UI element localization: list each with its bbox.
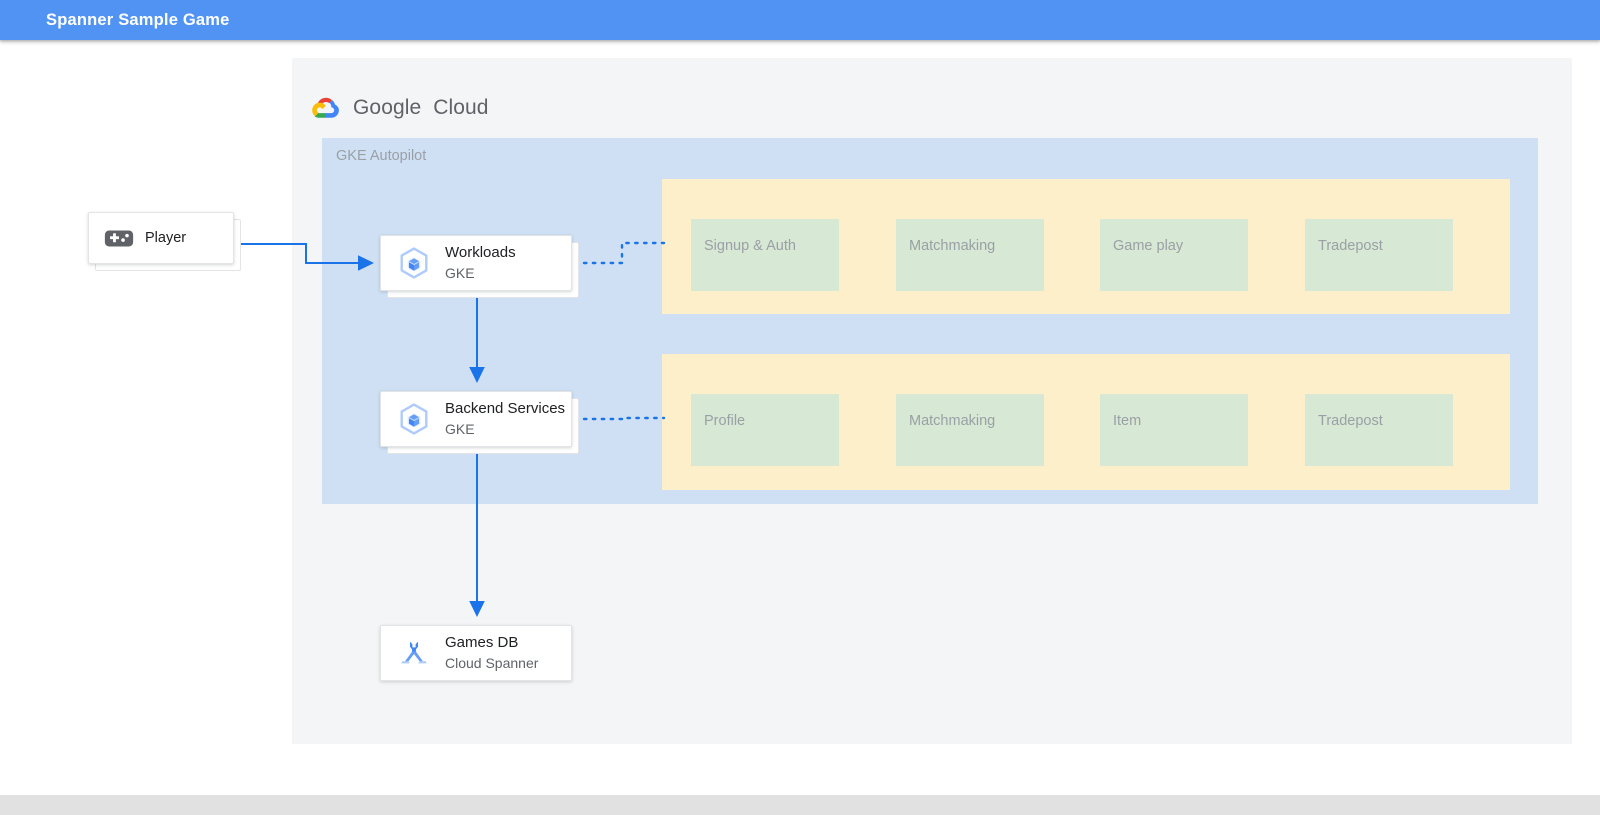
node-title: Workloads (445, 244, 516, 261)
google-cloud-brand: Google Cloud (310, 94, 489, 122)
service-label: Game play (1113, 238, 1184, 254)
service-label: Signup & Auth (704, 238, 796, 254)
cloud-spanner-icon (401, 641, 427, 664)
google-cloud-wordmark: Google Cloud (353, 96, 489, 120)
gke-icon (400, 247, 428, 279)
node-labels: Workloads GKE (445, 243, 516, 283)
architecture-diagram-panel: Google Cloud GKE Autopilot Signup & Auth… (292, 58, 1572, 744)
gamepad-icon (104, 230, 134, 247)
brand-cloud: Cloud (433, 96, 489, 119)
service-box[interactable]: Game play (1100, 219, 1248, 291)
service-box[interactable]: Item (1100, 394, 1248, 466)
service-label: Item (1113, 413, 1142, 429)
node-card[interactable]: Games DB Cloud Spanner (380, 625, 572, 681)
node-labels: Games DB Cloud Spanner (445, 633, 538, 673)
app-bar-shadow (0, 40, 1600, 43)
service-box[interactable]: Tradepost (1305, 394, 1453, 466)
service-box[interactable]: Signup & Auth (691, 219, 839, 291)
node-labels: Backend Services GKE (445, 399, 565, 439)
node-subtitle: GKE (445, 265, 475, 281)
bottom-status-strip (0, 795, 1600, 815)
gke-icon (400, 403, 428, 435)
service-box[interactable]: Matchmaking (896, 219, 1044, 291)
backend-service-group: Profile Matchmaking Item Tradepost (662, 354, 1510, 490)
service-label: Matchmaking (909, 413, 996, 429)
workloads-service-group: Signup & Auth Matchmaking Game play Trad… (662, 179, 1510, 314)
service-box[interactable]: Tradepost (1305, 219, 1453, 291)
service-label: Tradepost (1318, 238, 1383, 254)
node-workloads[interactable]: Workloads GKE (380, 235, 579, 298)
node-labels: Player (145, 229, 186, 248)
brand-google: Google (353, 96, 422, 119)
service-label: Matchmaking (909, 238, 996, 254)
node-games-db[interactable]: Games DB Cloud Spanner (380, 625, 572, 681)
node-title: Backend Services (445, 400, 566, 417)
node-subtitle: Cloud Spanner (445, 655, 539, 671)
gke-autopilot-zone: GKE Autopilot Signup & Auth Matchmaking … (322, 138, 1538, 504)
service-label: Profile (704, 413, 746, 429)
google-cloud-logo-icon (312, 97, 339, 118)
node-player[interactable]: Player (88, 212, 241, 271)
app-bar: Spanner Sample Game (0, 0, 1600, 40)
node-card[interactable]: Player (88, 212, 234, 264)
gke-autopilot-label: GKE Autopilot (336, 148, 427, 164)
service-box[interactable]: Profile (691, 394, 839, 466)
service-box[interactable]: Matchmaking (896, 394, 1044, 466)
node-card[interactable]: Workloads GKE (380, 235, 572, 291)
node-title: Games DB (445, 634, 519, 651)
service-label: Tradepost (1318, 413, 1383, 429)
node-title: Player (145, 229, 187, 246)
app-title: Spanner Sample Game (46, 10, 230, 29)
node-subtitle: GKE (445, 421, 475, 437)
node-card[interactable]: Backend Services GKE (380, 391, 572, 447)
node-backend-services[interactable]: Backend Services GKE (380, 391, 579, 454)
